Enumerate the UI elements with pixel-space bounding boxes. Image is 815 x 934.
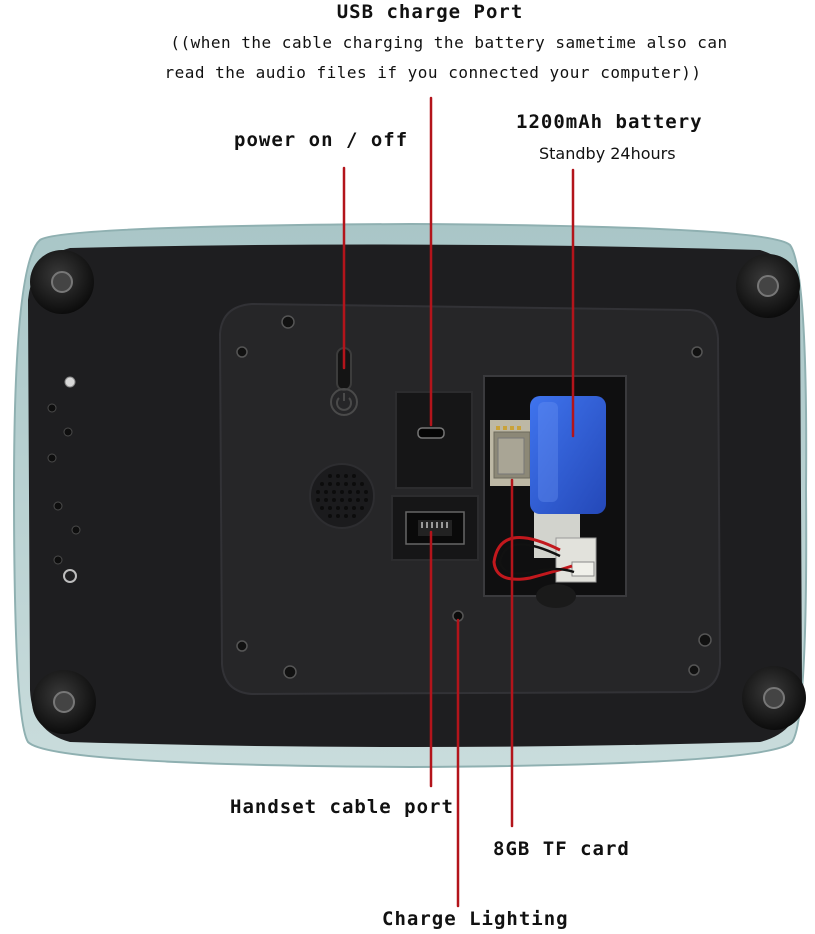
battery-compartment — [483, 375, 627, 608]
handset-port-label: Handset cable port — [230, 796, 454, 818]
power-switch-label: power on / off — [234, 129, 409, 151]
tf-card — [497, 437, 525, 475]
usb-port-note-line1: ((when the cable charging the battery sa… — [170, 33, 728, 52]
side-holes — [47, 376, 81, 583]
usb-port-label: USB charge Port — [336, 1, 524, 23]
battery-pack — [530, 396, 606, 514]
speaker-grille — [309, 463, 375, 529]
usb-port — [395, 391, 473, 489]
rubber-foot-bottom-right — [742, 666, 806, 730]
rubber-foot-bottom-left — [32, 670, 96, 734]
battery-note: Standby 24hours — [539, 144, 676, 163]
usb-port-note-line2: read the audio files if you connected yo… — [164, 63, 702, 82]
battery-label: 1200mAh battery — [516, 111, 703, 133]
leader-lines — [342, 96, 575, 908]
charge-light-label: Charge Lighting — [382, 908, 569, 930]
handset-port — [391, 495, 479, 561]
rubber-foot-top-right — [736, 254, 800, 318]
tf-card-label: 8GB TF card — [493, 838, 630, 860]
rubber-foot-top-left — [30, 250, 94, 314]
